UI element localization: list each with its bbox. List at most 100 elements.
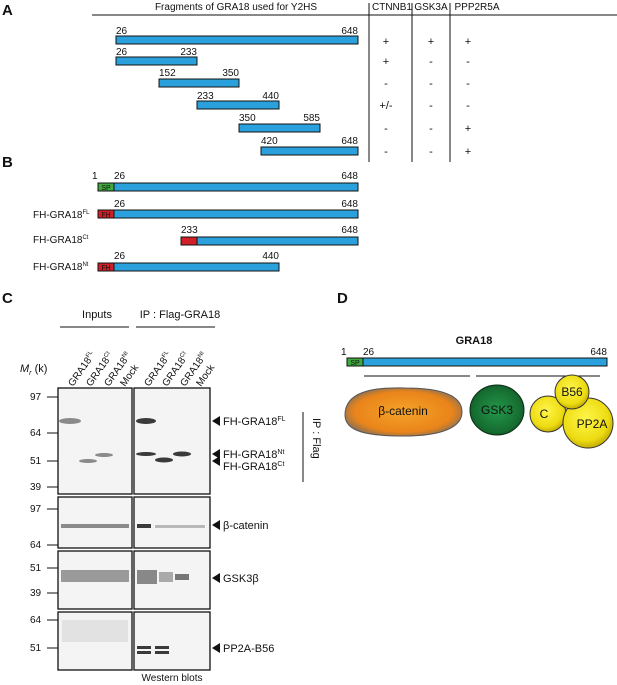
blot-band — [136, 452, 156, 456]
arrow-nt — [212, 449, 220, 459]
western-blots-caption: Western blots — [142, 673, 203, 684]
blot-ip — [133, 387, 211, 495]
result-ppp2r5a: + — [465, 123, 471, 135]
lane-labels-inputs: GRA18FL GRA18Ct GRA18Nt Mock — [66, 349, 141, 388]
band-label-gsk3b: GSK3β — [223, 573, 259, 585]
construct-label: FH-GRA18Ct — [33, 235, 89, 246]
sp-tag-label: SP — [350, 360, 360, 367]
construct-end: 440 — [262, 251, 279, 262]
construct-mid: 26 — [114, 171, 126, 182]
fragment-bar — [260, 146, 359, 156]
mw-marker: 97 — [30, 504, 42, 515]
gra18-title: GRA18 — [456, 335, 493, 347]
construct-bar — [196, 236, 359, 246]
fragment-end: 440 — [262, 91, 279, 102]
result-ctnnb1: - — [384, 78, 388, 90]
mw-marker: 51 — [30, 456, 42, 467]
mw-marker: 97 — [30, 392, 42, 403]
b56-label: B56 — [561, 385, 583, 399]
gra18-mid: 26 — [363, 347, 375, 358]
fragment-end: 350 — [222, 68, 239, 79]
arrow-beta — [212, 520, 220, 530]
blot-inputs — [57, 387, 133, 495]
construct-end: 648 — [341, 171, 358, 182]
blot-band — [155, 525, 205, 528]
result-ctnnb1: + — [383, 36, 389, 48]
fragment-start: 26 — [116, 47, 128, 58]
result-gsk3a: + — [428, 36, 434, 48]
blot-band — [137, 646, 151, 649]
result-gsk3a: - — [429, 123, 433, 135]
fragment-row: 26 233 + - - — [115, 47, 470, 68]
fragment-row: 420 648 - - + — [260, 136, 471, 158]
gsk3-label: GSK3 — [481, 403, 513, 417]
arrow-ct — [212, 456, 220, 466]
blot-band — [136, 418, 156, 424]
pp2a-label: PP2A — [577, 417, 608, 431]
arrow-gsk — [212, 573, 220, 583]
gra18-bar — [362, 357, 608, 367]
blot-band — [61, 524, 129, 528]
blot-band — [95, 453, 113, 457]
result-ctnnb1: + — [383, 56, 389, 68]
panel-a: A Fragments of GRA18 used for Y2HS CTNNB… — [2, 2, 617, 162]
blot-band — [137, 524, 151, 528]
blot-band — [173, 451, 191, 457]
col-gsk3a: GSK3A — [414, 2, 448, 13]
result-ctnnb1: - — [384, 123, 388, 135]
fragment-row: 350 585 - - + — [238, 113, 471, 135]
band-label-ct: FH-GRA18Ct — [223, 461, 284, 473]
construct-bar — [113, 262, 280, 272]
band-label-beta-catenin: β-catenin — [223, 520, 268, 532]
blot-ip — [133, 611, 211, 671]
gra18-start: 1 — [341, 347, 347, 358]
blot-inputs — [57, 496, 133, 549]
blot-smear — [62, 620, 128, 642]
construct-mid: 26 — [114, 199, 126, 210]
fragment-bar — [115, 56, 198, 66]
result-ppp2r5a: - — [466, 78, 470, 90]
fragment-start: 152 — [159, 68, 176, 79]
fh-tag-label: FH — [101, 212, 110, 219]
y2hs-header: Fragments of GRA18 used for Y2HS — [155, 2, 317, 13]
mr-label: Mr (k) — [20, 363, 47, 377]
blot-gsk3b: 51 39 GSK3β — [30, 550, 259, 610]
beta-catenin-label: β-catenin — [378, 404, 428, 418]
panel-d-letter: D — [337, 290, 348, 307]
blot-band — [155, 457, 173, 463]
mw-marker: 51 — [30, 643, 42, 654]
blot-beta-catenin: 97 64 β-catenin — [30, 496, 268, 551]
result-gsk3a: - — [429, 78, 433, 90]
beta-catenin-shape — [344, 387, 463, 437]
construct-start: 1 — [92, 171, 98, 182]
result-ctnnb1: - — [384, 146, 388, 158]
band-label-pp2a: PP2A-B56 — [223, 643, 274, 655]
fragment-start: 26 — [116, 26, 128, 37]
fragment-start: 233 — [197, 91, 214, 102]
panel-b-letter: B — [2, 154, 13, 171]
blot-band — [137, 651, 151, 654]
b56-subunit — [554, 374, 590, 410]
result-ctnnb1: +/- — [379, 100, 392, 112]
fragment-bar — [196, 100, 280, 110]
ip-flag-label: IP : Flag — [310, 418, 322, 459]
panel-a-letter: A — [2, 2, 13, 19]
panel-d: D GRA18 1 26 648 SP β-catenin GSK3 C PP2… — [337, 290, 614, 449]
panel-c: C Inputs IP : Flag-GRA18 Mr (k) GRA18FL … — [2, 290, 322, 684]
arrow-fl — [212, 416, 220, 426]
band-label-nt: FH-GRA18Nt — [223, 449, 284, 461]
lane-labels-ip: GRA18FL GRA18Ct GRA18Nt Mock — [142, 349, 217, 388]
mw-marker: 64 — [30, 428, 42, 439]
panel-c-letter: C — [2, 290, 13, 307]
result-ppp2r5a: - — [466, 100, 470, 112]
mw-marker: 39 — [30, 482, 42, 493]
fragment-bar — [115, 35, 359, 45]
pp2a-c-label: C — [540, 407, 549, 421]
blot-band — [61, 570, 129, 582]
result-ppp2r5a: + — [465, 146, 471, 158]
construct-label: FH-GRA18FL — [33, 210, 90, 221]
gra18-end: 648 — [590, 347, 607, 358]
band-label-fl: FH-GRA18FL — [223, 416, 286, 428]
fragment-end: 233 — [180, 47, 197, 58]
